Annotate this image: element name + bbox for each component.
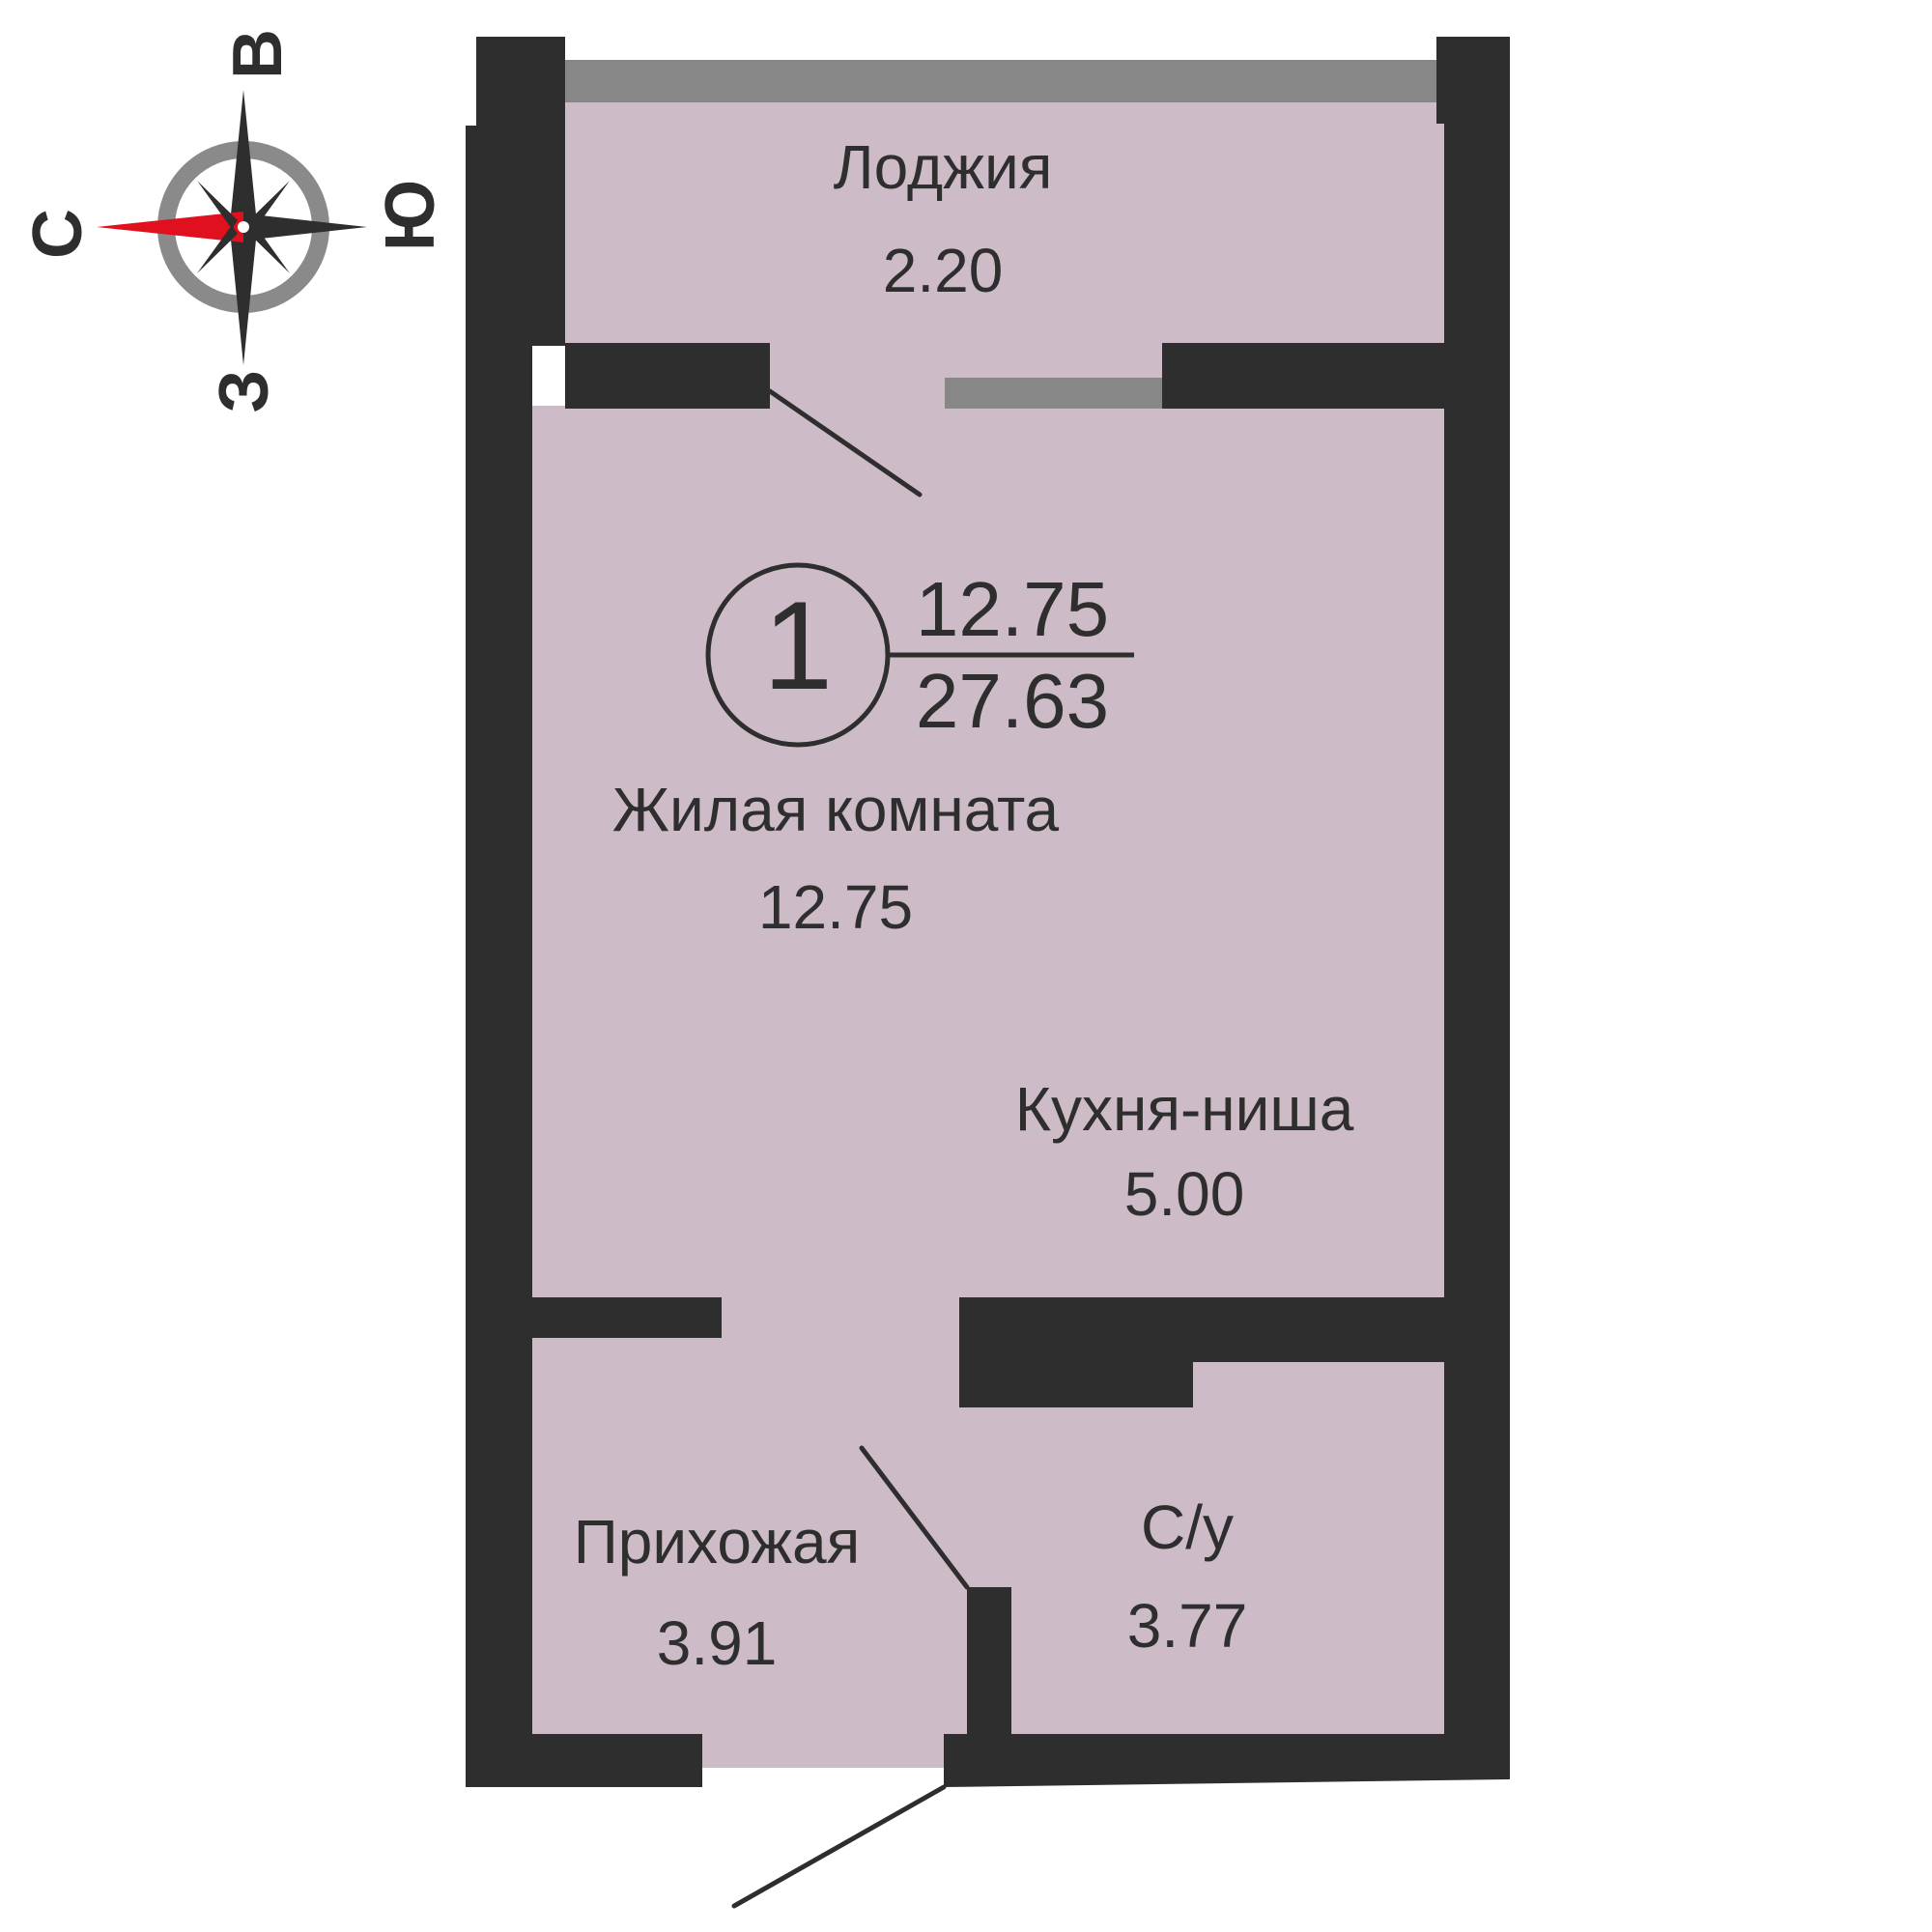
living-room-area: 12.75 [758,872,913,942]
door-swings [731,388,970,1909]
entrance-floor [702,1729,946,1768]
hall-partition-left [532,1297,722,1338]
compass-diag-sw [197,225,238,273]
area-summary: 1 12.75 27.63 [705,562,1134,748]
loggia-wall-right [1162,343,1447,409]
compass-center [238,221,249,233]
balcony-door-glazing [945,378,1163,409]
summary-living-area: 12.75 [916,566,1109,652]
loggia-wall-left [565,343,770,409]
loggia-door-swing [767,388,923,497]
compass-needle-right [243,213,367,241]
loggia-name: Лоджия [834,132,1053,202]
compass-diag-ne [249,181,290,229]
walls [466,37,1510,1787]
summary-total-area: 27.63 [916,658,1109,744]
compass-label-top: В [219,29,297,79]
compass-needle-bottom [230,230,257,365]
kitchen-area: 5.00 [1124,1159,1245,1229]
rooms-count: 1 [763,575,833,716]
outer-left-wall [466,37,565,1787]
floor-fill [532,101,1445,1768]
bathroom-name: С/у [1141,1492,1234,1562]
loggia-window [565,60,1439,102]
bottom-wall-left [466,1734,702,1787]
kitchen-name: Кухня-ниша [1015,1074,1354,1144]
compass-needle-top [230,90,257,224]
bathroom-area: 3.77 [1127,1591,1248,1661]
compass-label-right: Ю [372,180,449,251]
compass-diag-nw [197,181,238,229]
loggia-area: 2.20 [883,236,1004,305]
room-labels: Лоджия 2.20 Жилая комната 12.75 Кухня-ни… [574,132,1354,1678]
hall-name: Прихожая [574,1507,861,1577]
bathroom-wall-left [967,1587,1011,1734]
outer-right-wall [1444,97,1510,1779]
loggia-floor [565,101,1444,348]
compass-label-bottom: З [206,369,283,412]
glazing [565,60,1439,409]
compass: В З С Ю [19,29,449,413]
bathroom-door-swing [859,1445,970,1590]
compass-diag-se [249,225,290,273]
main-floor [532,406,1445,1764]
entrance-door-swing [731,1784,947,1909]
bottom-wall-right [944,1734,1510,1787]
bathroom-partition [959,1297,1445,1407]
compass-label-left: С [19,209,97,259]
compass-needle-left-north [97,212,243,242]
hall-area: 3.91 [657,1608,778,1678]
living-room-name: Жилая комната [612,775,1060,844]
